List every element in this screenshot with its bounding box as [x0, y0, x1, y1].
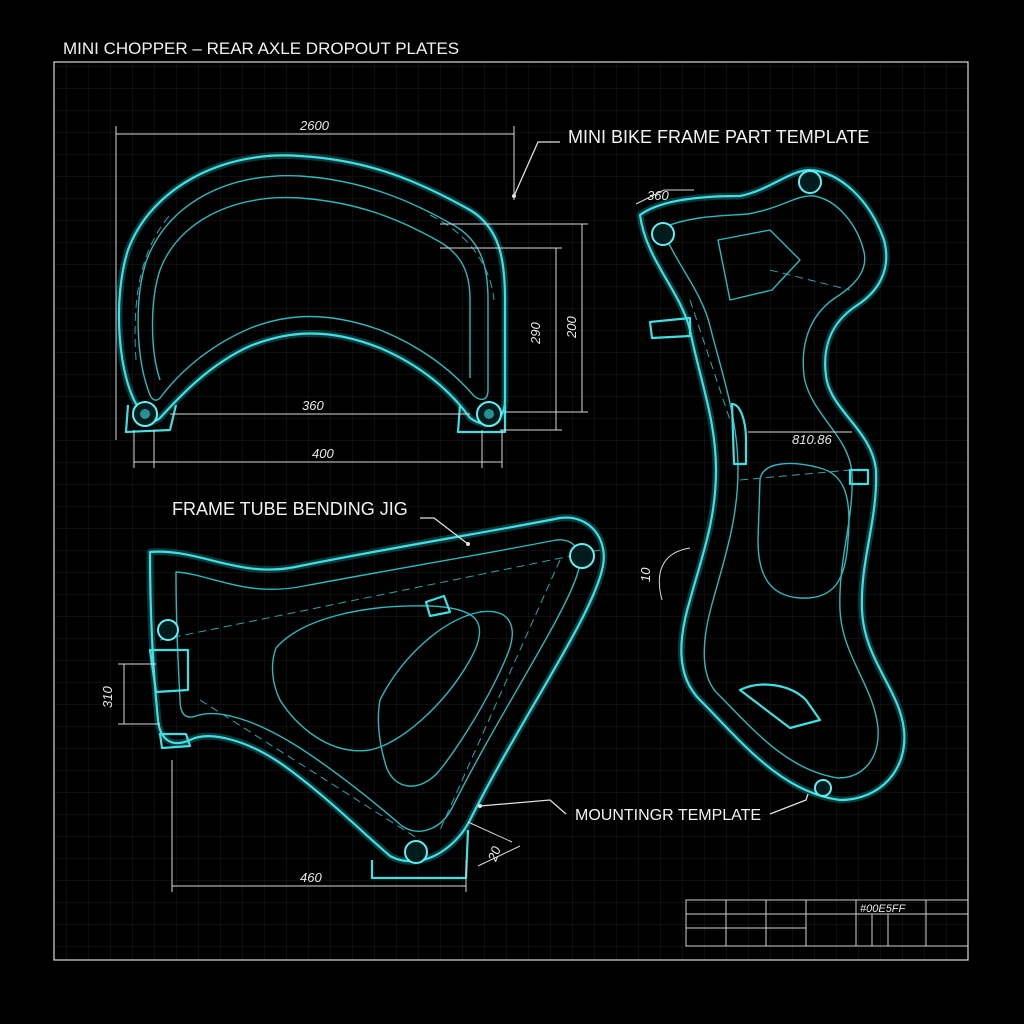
- jig-cutout-right: [377, 610, 513, 787]
- callout-mounting-template-label: MOUNTINGR TEMPLATE: [575, 807, 761, 824]
- callout-tube-bending-jig-label: FRAME TUBE BENDING JIG: [172, 499, 408, 519]
- grid: [54, 62, 968, 960]
- dim-outer-width: 400: [312, 446, 334, 461]
- callout-frame-part-template-label: MINI BIKE FRAME PART TEMPLATE: [568, 127, 869, 147]
- plate-cutout: [757, 462, 850, 599]
- jig-cutout-left: [271, 605, 481, 752]
- dim-jig-left: 310: [100, 686, 115, 708]
- jig-hole-left: [157, 619, 179, 641]
- title-block: #00E5FF: [685, 899, 969, 947]
- dim-inner-width: 360: [302, 398, 324, 413]
- plate-hole-top-left: [651, 222, 675, 246]
- title-block-color-code: #00E5FF: [860, 903, 907, 915]
- dim-plate-mid: 810.86: [792, 432, 833, 447]
- callout-tube-bending-jig: FRAME TUBE BENDING JIG: [172, 499, 470, 546]
- callout-mounting-template: MOUNTINGR TEMPLATE: [478, 793, 809, 824]
- sheet-title: MINI CHOPPER – REAR AXLE DROPOUT PLATES: [63, 39, 459, 58]
- dim-plate-side: 10: [638, 567, 653, 582]
- jig-hole-bottom: [404, 840, 428, 864]
- dim-height-b: 200: [564, 316, 579, 339]
- jig-hole-top-right: [569, 543, 595, 569]
- sheet-border: [53, 61, 969, 961]
- rear-axle-dropout-arch: [115, 151, 509, 434]
- dim-top-width: 2600: [299, 118, 330, 133]
- dim-height-a: 290: [528, 322, 543, 345]
- dim-jig-bottom: 460: [300, 870, 322, 885]
- frame-part-template-plate: [636, 166, 908, 804]
- callout-frame-part-template: MINI BIKE FRAME PART TEMPLATE: [512, 127, 869, 198]
- dim-jig-right: 20: [484, 844, 504, 864]
- dim-plate-top: 360: [647, 188, 669, 203]
- plate-hole-top-right: [798, 170, 822, 194]
- plate-hole-bottom: [814, 779, 832, 797]
- dimensions-arch: 2600 360 400 290 200: [115, 118, 588, 468]
- dimensions-jig: 310 460 20: [100, 663, 521, 892]
- frame-tube-bending-jig: [146, 514, 608, 880]
- dimensions-plate: 360 810.86 10: [635, 188, 852, 601]
